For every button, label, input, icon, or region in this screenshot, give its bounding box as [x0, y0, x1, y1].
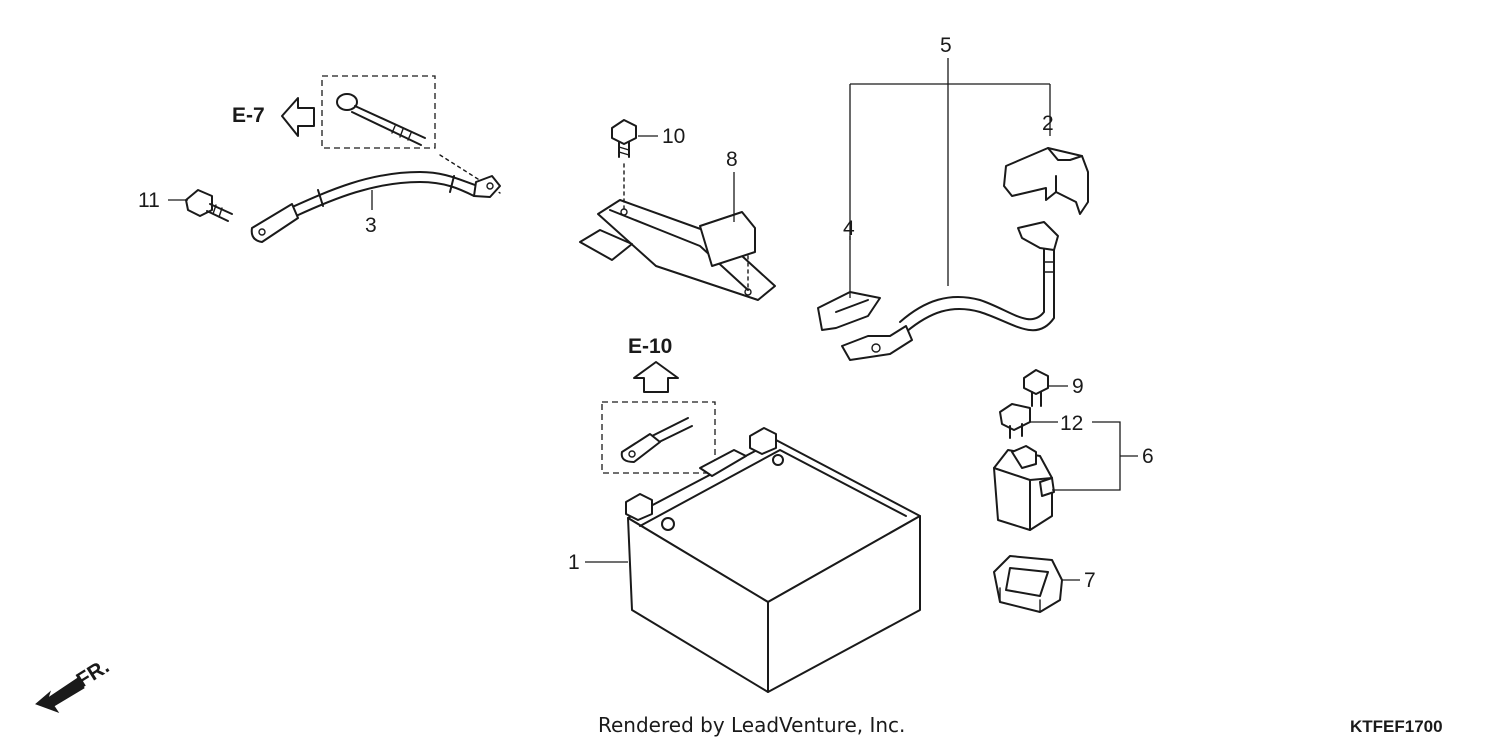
callout-2: 2 — [1042, 112, 1054, 135]
callout-7: 7 — [1084, 569, 1096, 592]
battery-holder-part — [579, 163, 776, 301]
reference-label-e7[interactable]: E-7 — [232, 104, 265, 127]
diagram-code: KTFEF1700 — [1350, 717, 1443, 736]
callout-labels: 1 2 3 4 5 6 7 8 9 10 11 12 — [138, 34, 1154, 592]
front-direction-marker: FR. — [35, 655, 113, 713]
reference-arrow-e7[interactable] — [281, 97, 315, 137]
cable-bolt — [336, 93, 501, 194]
callout-4: 4 — [843, 217, 855, 240]
callout-1: 1 — [568, 551, 580, 574]
callout-9: 9 — [1072, 375, 1084, 398]
negative-cable-part — [250, 75, 501, 243]
battery-part — [625, 427, 921, 693]
reference-arrow-e10[interactable] — [633, 361, 679, 393]
reference-label-e10[interactable]: E-10 — [628, 335, 672, 358]
callout-6: 6 — [1142, 445, 1154, 468]
callout-10: 10 — [662, 125, 685, 148]
callout-11: 11 — [138, 189, 160, 212]
callout-8: 8 — [726, 148, 738, 171]
fuse-12 — [999, 403, 1031, 439]
callout-12: 12 — [1060, 412, 1083, 435]
positive-cable-part — [817, 147, 1089, 361]
e10-inset — [601, 401, 716, 474]
starter-relay-6 — [993, 445, 1055, 531]
leader-lines — [168, 58, 1138, 581]
relay-cover-7 — [993, 555, 1063, 613]
bolt-9 — [1023, 369, 1049, 407]
callout-3: 3 — [365, 214, 377, 237]
bolt-10 — [611, 119, 637, 158]
credit-text: Rendered by LeadVenture, Inc. — [598, 713, 905, 737]
callout-5: 5 — [940, 34, 952, 57]
bolt-11 — [185, 189, 233, 222]
